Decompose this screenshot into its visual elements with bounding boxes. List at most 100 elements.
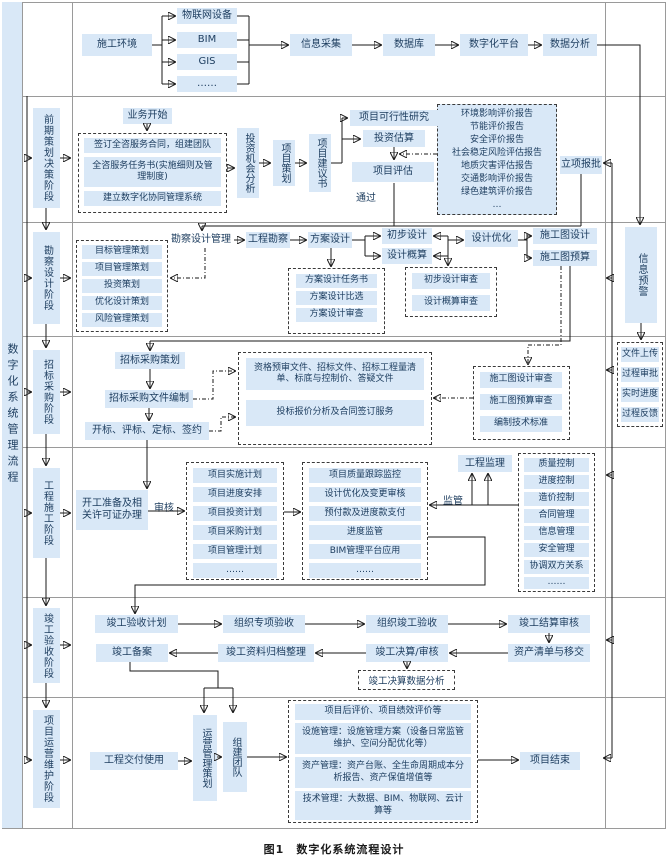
node-etc-source: …… — [177, 76, 237, 92]
node-database: 数据库 — [383, 34, 435, 56]
report-item: 绿色建筑评价报告 — [460, 186, 533, 197]
node-schedule-ctrl: 进度控制 — [524, 475, 589, 489]
stage-label-1: 勘察设计阶段 — [33, 232, 60, 324]
report-item: … — [492, 199, 502, 210]
node-asset-transfer: 资产清单与移交 — [508, 644, 590, 662]
grid-line — [72, 2, 73, 829]
node-eng-supervisor: 工程监理 — [458, 455, 512, 472]
node-asset-mgmt: 资产管理：资产台账、全生命周期成本分析报告、资产保值增值等 — [295, 757, 471, 788]
node-final-account: 竣工决算/审核 — [366, 644, 448, 662]
report-item: 交通影响评价报告 — [460, 173, 533, 184]
node-archive: 竣工资料归档整理 — [218, 644, 314, 662]
node-quality-track: 项目质量跟踪监控 — [309, 468, 421, 483]
node-cd-budget: 施工图预算 — [533, 250, 597, 266]
node-quality-ctrl: 质量控制 — [524, 458, 589, 472]
node-design-optimize: 设计优化 — [465, 230, 518, 247]
node-ops-plan: 运营管理策划 — [193, 715, 217, 801]
node-coordinate: 协调双方关系 — [524, 560, 589, 574]
node-post-evaluation: 项目后评价、项目绩效评价等 — [295, 704, 471, 720]
node-info-collect: 信息采集 — [290, 34, 352, 56]
pass-label: 通过 — [353, 193, 379, 204]
node-project-end: 项目结束 — [520, 752, 580, 770]
node-info-mgmt: 信息管理 — [524, 526, 589, 540]
grid-line — [22, 336, 666, 337]
node-scheme-task: 方案设计任务书 — [296, 274, 377, 288]
node-digital-system: 建立数字化协同管理系统 — [84, 191, 221, 206]
node-prelim-design: 初步设计 — [382, 228, 432, 244]
node-feasibility-study: 项目可行性研究 — [350, 110, 438, 126]
node-acceptance-plan: 竣工验收计划 — [95, 615, 178, 633]
supervise-label: 监管 — [440, 496, 466, 507]
node-tech-mgmt: 技术管理：大数据、BIM、物联网、云计算等 — [295, 791, 471, 820]
report-item: 地质灾害评估报告 — [460, 160, 533, 171]
node-record: 竣工备案 — [96, 644, 168, 662]
node-scheme-design: 方案设计 — [308, 232, 352, 248]
node-process-approval: 过程审批 — [621, 367, 659, 382]
node-scheme-compare: 方案设计比选 — [296, 291, 377, 305]
grid-line — [22, 222, 666, 223]
node-scheme-review: 方案设计审查 — [296, 308, 377, 322]
stage-label-0: 前期策划决策阶段 — [33, 108, 60, 208]
node-facility-mgmt: 设施管理：设施管理方案（设备日常监管维护、空间分配优化等） — [295, 723, 471, 754]
node-cd-design-review: 施工图设计审查 — [480, 372, 562, 388]
node-business-start: 业务开始 — [123, 108, 172, 124]
node-survey-design-mgmt: 勘察设计管理 — [171, 234, 231, 245]
node-contract-mgmt: 合同管理 — [524, 509, 589, 523]
node-procure-plan: 项目采购计划 — [193, 525, 277, 540]
audit-label: 审核 — [150, 503, 178, 514]
left-strip-title: 数字化系统管理流程 — [2, 2, 22, 828]
node-plan-etc: …… — [193, 563, 277, 578]
grid-line — [22, 447, 666, 448]
node-safety-mgmt: 安全管理 — [524, 543, 589, 557]
node-budget-review: 设计概算审查 — [412, 295, 490, 311]
node-special-acceptance: 组织专项验收 — [223, 615, 305, 633]
node-invest-estimate: 投资估算 — [363, 130, 425, 147]
node-project-evaluate: 项目评估 — [352, 162, 434, 182]
grid-line — [22, 2, 23, 829]
grid-line — [2, 828, 666, 829]
node-optimize-plan: 优化设计策划 — [82, 296, 162, 310]
node-bim-platform: BIM管理平台应用 — [309, 544, 421, 559]
stage-label-3: 工程施工阶段 — [33, 468, 60, 558]
node-file-upload: 文件上传 — [621, 347, 659, 362]
node-risk-plan: 风险管理策划 — [82, 313, 162, 327]
node-iot-device: 物联网设备 — [177, 8, 237, 24]
node-info-warning: 信息预警 — [625, 227, 657, 323]
figure-caption: 图1 数字化系统流程设计 — [263, 843, 405, 856]
grid-line — [2, 2, 666, 3]
node-progress-supervise: 进度监管 — [309, 525, 421, 540]
stage-label-4: 竣工验收阶段 — [33, 608, 60, 683]
node-payment: 预付款及进度款支付 — [309, 506, 421, 521]
node-design-budget: 设计概算 — [382, 248, 432, 264]
node-control-etc: …… — [309, 563, 421, 578]
node-process-feedback: 过程反馈 — [621, 407, 659, 422]
node-schedule-plan: 项目进度安排 — [193, 487, 277, 502]
node-completion-acceptance: 组织竣工验收 — [366, 615, 448, 633]
node-mgmt-plan: 项目管理计划 — [193, 544, 277, 559]
node-change-review: 设计优化及变更审核 — [309, 487, 421, 502]
grid-line — [22, 697, 666, 698]
node-bid-analysis: 投标报价分析及合同签订服务 — [246, 400, 424, 426]
node-settlement-review: 竣工结算审核 — [508, 615, 590, 633]
report-item: 社会稳定风险评估报告 — [451, 147, 542, 158]
grid-line — [22, 96, 666, 97]
node-digital-platform: 数字化平台 — [460, 34, 528, 56]
node-project-proposal: 项目建议书 — [309, 134, 331, 192]
node-sign-contract: 签订全咨服务合同，组建团队 — [84, 138, 221, 153]
node-goal-plan: 目标管理策划 — [82, 245, 162, 259]
node-bid-plan: 招标采购策划 — [115, 352, 185, 369]
node-data-analysis: 数据分析 — [543, 34, 597, 56]
node-task-book: 全咨服务任务书(实施细则及管理制度) — [84, 157, 221, 187]
node-final-analysis: 竣工决算数据分析 — [358, 670, 455, 690]
node-start-prep: 开工准备及相关许可证办理 — [76, 490, 148, 530]
grid-line — [22, 597, 666, 598]
node-tech-standard: 编制技术标准 — [480, 416, 562, 432]
node-invest-opportunity: 投资机会分析 — [237, 128, 259, 198]
node-bid-docs: 招标采购文件编制 — [105, 390, 193, 408]
node-bim: BIM — [177, 32, 237, 48]
node-eng-survey: 工程勘察 — [246, 232, 290, 248]
node-cost-ctrl: 造价控制 — [524, 492, 589, 506]
grid-line — [605, 2, 606, 829]
stage-label-5: 项目运营维护阶段 — [33, 710, 60, 808]
report-item: 环境影响评价报告 — [460, 108, 533, 119]
